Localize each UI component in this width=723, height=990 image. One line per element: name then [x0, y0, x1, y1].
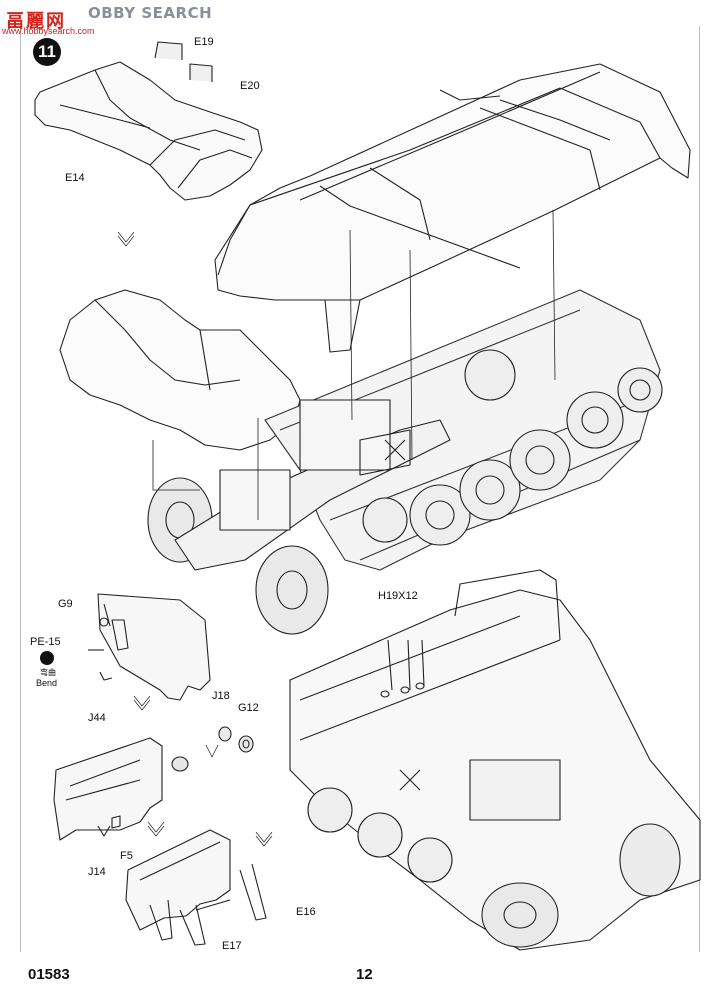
- page-number: 12: [356, 966, 373, 983]
- bend-label-en: Bend: [36, 678, 58, 688]
- watermark-logo: 畐麗网: [4, 4, 164, 36]
- part-label-g12: G12: [238, 702, 259, 714]
- part-label-j44: J44: [88, 712, 106, 724]
- seat-frame-e14: [34, 41, 263, 201]
- part-label-f5: F5: [120, 850, 133, 862]
- part-label-e19: E19: [194, 36, 214, 48]
- part-label-pe15: PE-15: [30, 636, 61, 648]
- product-code: 01583: [28, 966, 70, 983]
- part-label-e16: E16: [296, 906, 316, 918]
- road-wheels: [362, 349, 663, 546]
- assembly-guide-lines: [152, 209, 556, 520]
- part-label-g9: G9: [58, 598, 73, 610]
- part-label-j14: J14: [88, 866, 106, 878]
- fender-assembly: [59, 289, 301, 451]
- bend-icon: [40, 651, 54, 665]
- part-label-e20: E20: [240, 80, 260, 92]
- front-wheels: [147, 477, 329, 635]
- lower-right-vehicle: [289, 569, 701, 951]
- page-frame: [20, 26, 700, 952]
- watermark-text: OBBY SEARCH: [88, 4, 213, 22]
- body-deck: [214, 63, 691, 353]
- part-label-j18: J18: [212, 690, 230, 702]
- panel-g9: [88, 593, 211, 701]
- part-label-e17: E17: [222, 940, 242, 952]
- back-panel-f5: [53, 737, 189, 841]
- engine-chassis: [174, 399, 451, 571]
- bend-label-cn: 弯曲: [40, 668, 56, 677]
- step-number-badge: 11: [33, 38, 61, 66]
- part-label-h19x12: H19X12: [378, 590, 418, 602]
- watermark-hanzi: 畐麗网: [6, 11, 66, 32]
- watermark-url: www.hobbysearch.com: [2, 26, 95, 36]
- back-panel-e16-e17: [125, 829, 267, 946]
- small-parts-j18-g12: [218, 726, 254, 753]
- part-label-e14: E14: [65, 172, 85, 184]
